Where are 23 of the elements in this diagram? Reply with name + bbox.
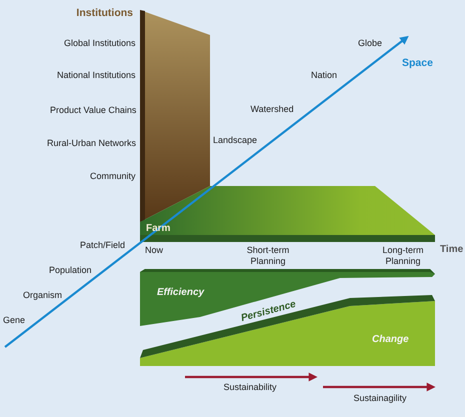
- arrow-label: Sustainability: [224, 382, 277, 393]
- scale-label: Population: [49, 265, 92, 276]
- scale-label: Patch/Field: [80, 240, 126, 251]
- scale-label: Global Institutions: [64, 38, 136, 49]
- scale-label: Rural-Urban Networks: [47, 138, 136, 149]
- scale-label: Nation: [311, 70, 338, 81]
- arrow-label: Sustainagility: [354, 393, 407, 404]
- time-label: Now: [145, 245, 164, 256]
- scale-label: Watershed: [250, 104, 294, 115]
- scale-label: Community: [90, 171, 136, 182]
- axis-title: Time: [440, 244, 464, 256]
- scale-label: Globe: [358, 38, 382, 49]
- scale-label: Product Value Chains: [50, 105, 136, 116]
- time-label: Long-term Planning: [381, 245, 425, 267]
- panel-heading: Institutions: [75, 7, 133, 20]
- axis-title: Space: [402, 57, 433, 70]
- band-label: Efficiency: [157, 287, 204, 298]
- scale-label: Gene: [3, 315, 26, 326]
- scale-label: Landscape: [213, 135, 258, 146]
- time-label: Short-term Planning: [246, 245, 290, 267]
- band-label: Change: [372, 334, 409, 346]
- scale-label: National Institutions: [57, 70, 136, 81]
- scale-label: Organism: [23, 290, 62, 301]
